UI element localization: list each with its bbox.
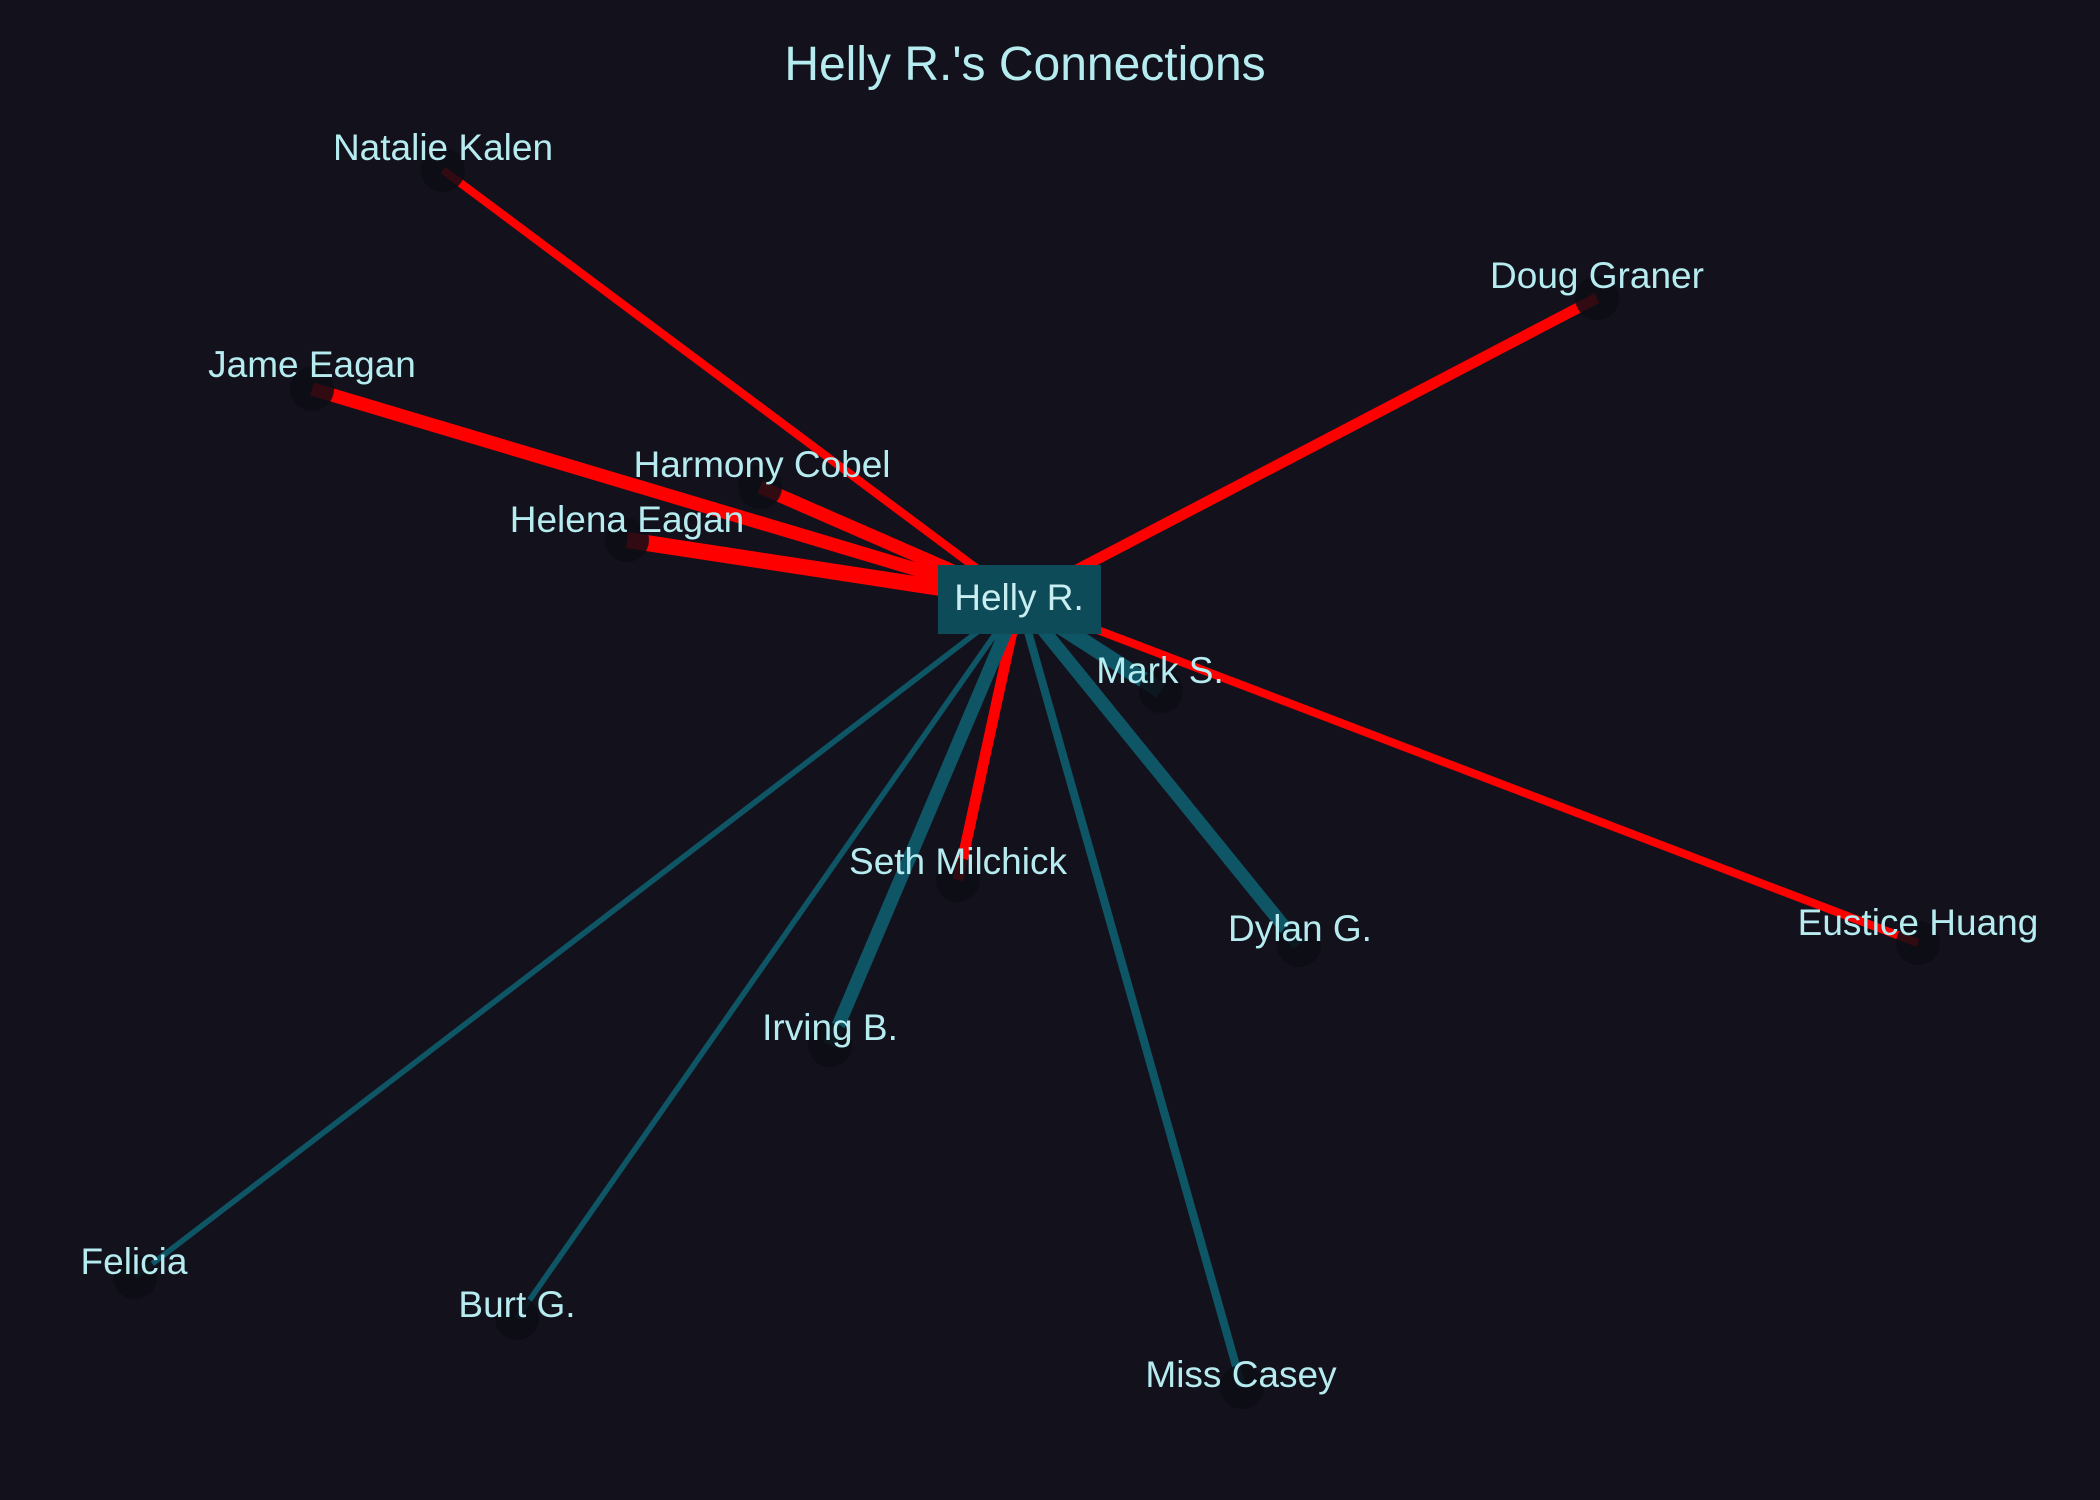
center-node[interactable]: Helly R.: [938, 565, 1101, 634]
node-label-helena-eagan: Helena Eagan: [510, 499, 745, 540]
edge-doug-graner: [1016, 293, 1600, 605]
node-label-mark-s: Mark S.: [1096, 650, 1223, 691]
center-node-label: Helly R.: [954, 577, 1084, 618]
node-label-burt-g: Burt G.: [458, 1284, 575, 1325]
edge-dylan-g: [1013, 595, 1305, 950]
edge-natalie-kalen: [440, 166, 1022, 604]
edge-jame-eagan: [310, 382, 1021, 607]
edge-burt-g: [514, 598, 1022, 1320]
node-label-doug-graner: Doug Graner: [1490, 255, 1704, 296]
node-label-jame-eagan: Jame Eagan: [208, 344, 416, 385]
node-doug-graner[interactable]: [1575, 276, 1619, 320]
node-burt-g[interactable]: [495, 1296, 539, 1340]
node-eustice-huang[interactable]: [1896, 921, 1940, 965]
edge-miss-casey: [1015, 598, 1246, 1389]
edge-eustice-huang: [1017, 596, 1920, 947]
graph-title: Helly R.'s Connections: [784, 38, 1265, 91]
node-label-seth-milchick: Seth Milchick: [849, 841, 1067, 882]
node-label-felicia: Felicia: [81, 1241, 188, 1282]
node-miss-casey[interactable]: [1220, 1365, 1264, 1409]
edge-seth-milchick: [952, 598, 1025, 882]
node-label-eustice-huang: Eustice Huang: [1798, 902, 2039, 943]
node-mark-s[interactable]: [1139, 669, 1183, 713]
node-dylan-g[interactable]: [1277, 923, 1321, 967]
node-irving-b[interactable]: [808, 1023, 852, 1067]
node-label-irving-b: Irving B.: [762, 1007, 898, 1048]
node-felicia[interactable]: [113, 1255, 157, 1299]
nodes-layer: [113, 148, 1940, 1409]
node-label-miss-casey: Miss Casey: [1145, 1354, 1337, 1395]
node-label-natalie-kalen: Natalie Kalen: [333, 127, 553, 168]
edge-irving-b: [823, 597, 1026, 1048]
node-label-harmony-cobel: Harmony Cobel: [633, 444, 890, 485]
node-helena-eagan[interactable]: [605, 518, 649, 562]
center-node-box: [938, 565, 1101, 634]
node-seth-milchick[interactable]: [936, 858, 980, 902]
edge-felicia: [133, 597, 1021, 1280]
node-natalie-kalen[interactable]: [421, 148, 465, 192]
node-harmony-cobel[interactable]: [738, 465, 782, 509]
node-label-dylan-g: Dylan G.: [1228, 908, 1372, 949]
node-jame-eagan[interactable]: [290, 367, 334, 411]
